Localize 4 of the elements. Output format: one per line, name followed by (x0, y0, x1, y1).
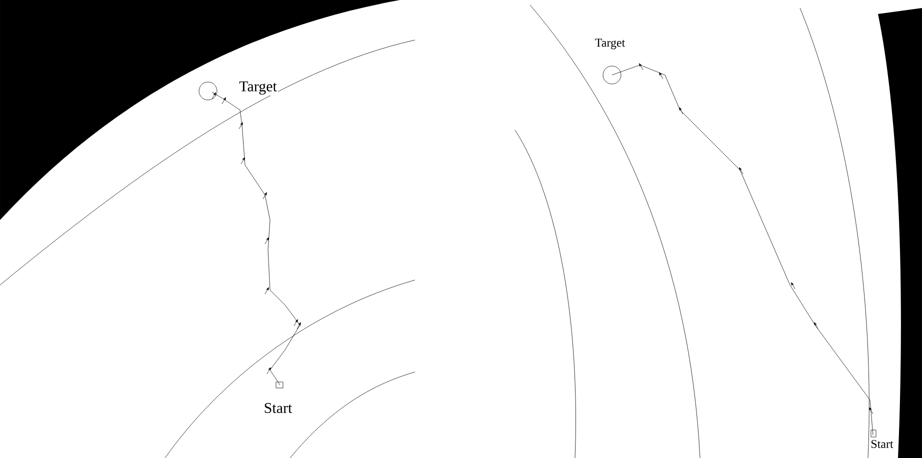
map-label: Start (262, 402, 294, 414)
map-label: Start (870, 438, 894, 450)
map-label: Target (238, 80, 278, 96)
map-label: Target (594, 38, 626, 50)
